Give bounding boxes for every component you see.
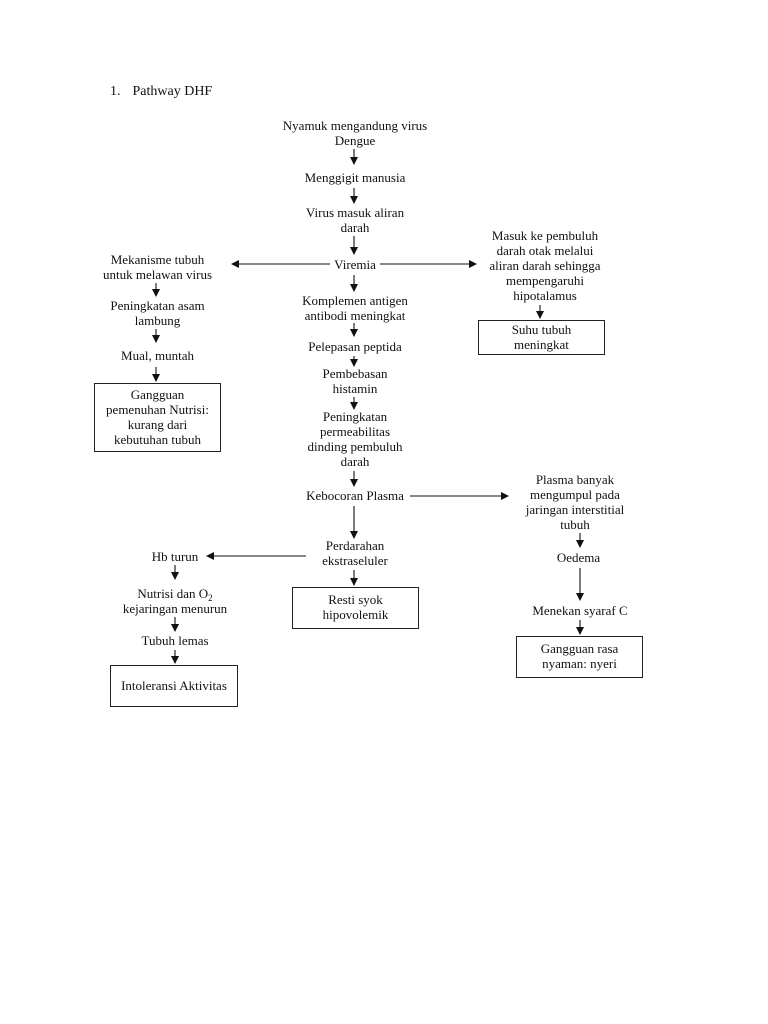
page-heading: 1. Pathway DHF xyxy=(110,84,212,100)
node-peptide: Pelepasan peptida xyxy=(308,339,402,354)
node-nausea: Mual, muntah xyxy=(121,348,194,363)
pain-box xyxy=(516,636,643,678)
heading-number: 1. xyxy=(110,84,121,99)
heading-title: Pathway DHF xyxy=(132,84,213,99)
node-hb-down: Hb turun xyxy=(151,549,199,564)
temperature-box xyxy=(478,320,605,355)
node-plasma-leak: Kebocoran Plasma xyxy=(306,488,404,503)
nutrition-problem-box xyxy=(94,383,221,452)
intolerance-box xyxy=(110,665,238,707)
node-viremia: Viremia xyxy=(334,257,376,272)
node-nutrition-o2: Nutrisi dan O2 kejaringan menurun xyxy=(122,586,228,616)
shock-risk-box xyxy=(292,587,419,629)
node-oedema: Oedema xyxy=(556,550,601,565)
node-weak: Tubuh lemas xyxy=(141,633,209,648)
node-bite: Menggigit manusia xyxy=(304,170,406,185)
node-intolerance: Intoleransi Aktivitas xyxy=(121,678,227,693)
node-nerve: Menekan syaraf C xyxy=(532,603,628,618)
